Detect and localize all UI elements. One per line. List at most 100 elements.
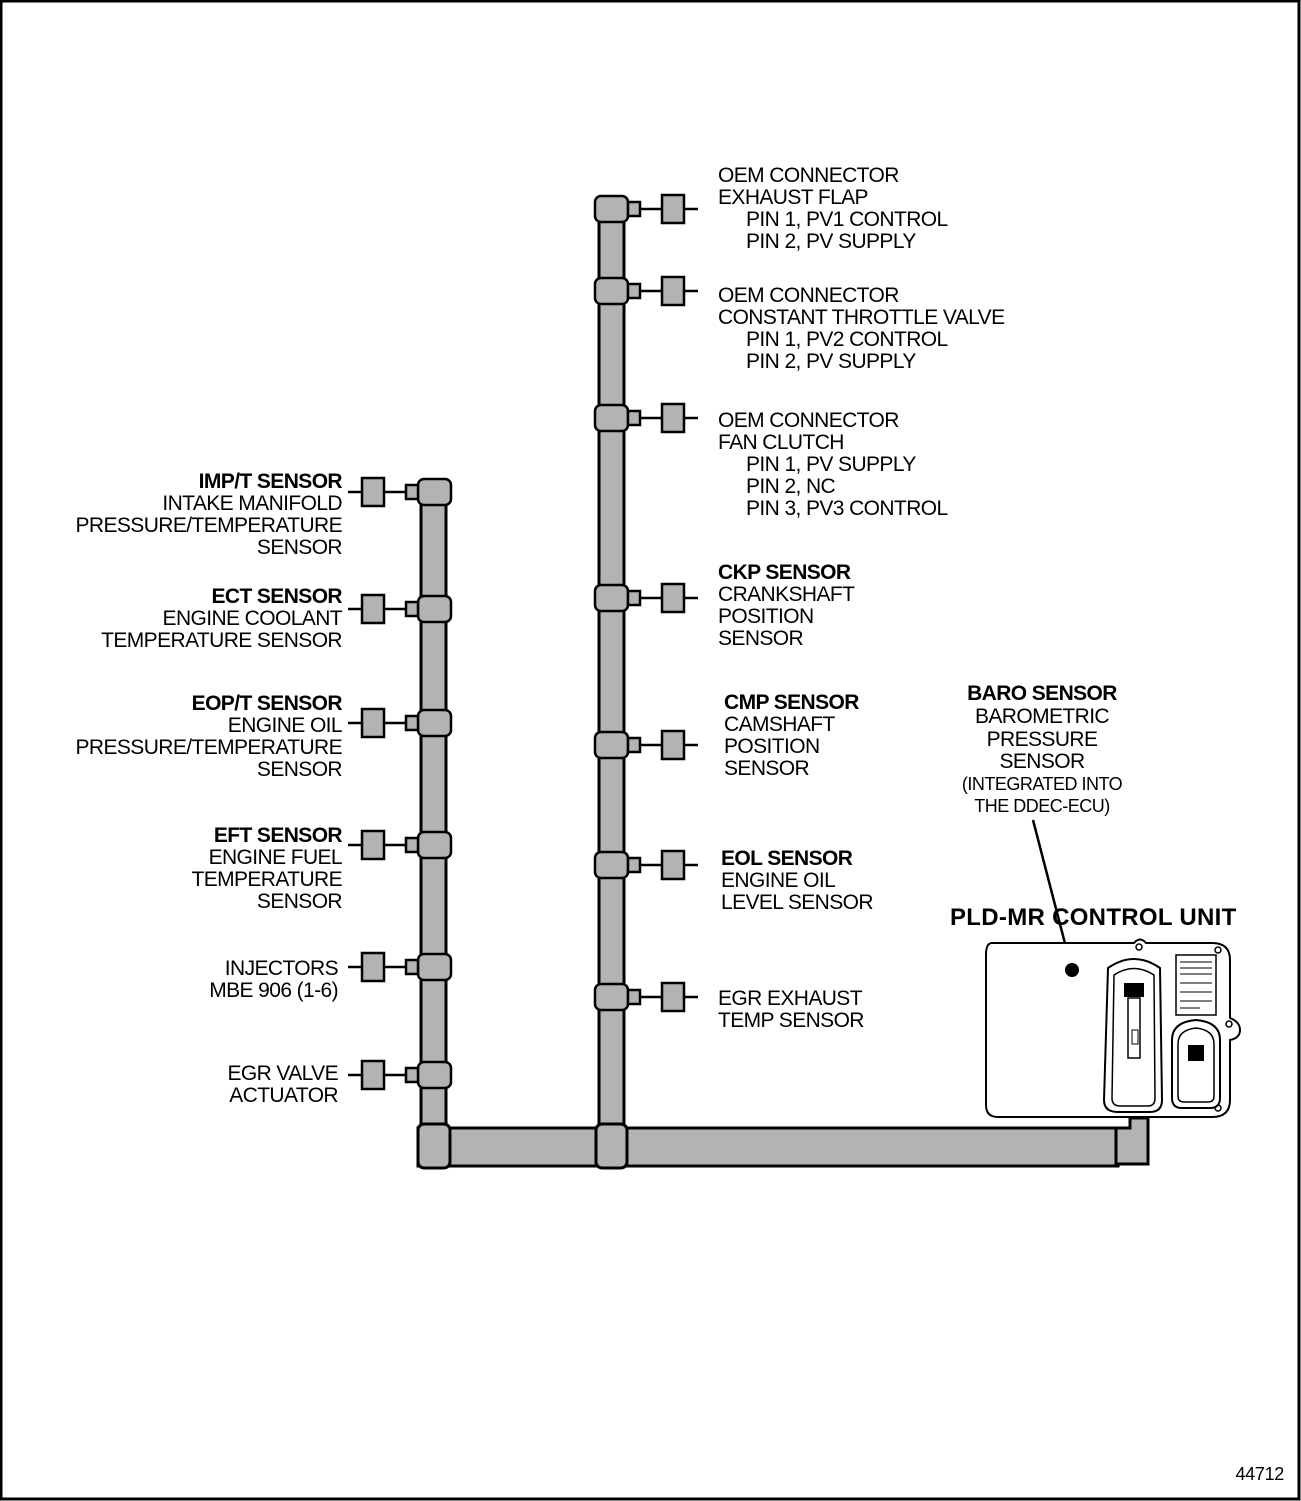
label-line: SENSOR <box>257 890 343 913</box>
label-line: SENSOR <box>718 627 804 650</box>
ecu-connector-small-inner <box>1177 1027 1215 1103</box>
baro-title: BARO SENSOR <box>967 682 1117 705</box>
label-line: ENGINE COOLANT <box>163 607 343 630</box>
label-title: IMP/T SENSOR <box>199 470 343 493</box>
label-line: INTAKE MANIFOLD <box>162 492 342 515</box>
label-line: ACTUATOR <box>229 1084 338 1107</box>
label-line: PRESSURE/TEMPERATURE <box>76 736 343 759</box>
label-line: ENGINE FUEL <box>209 846 342 869</box>
control-unit-title: PLD-MR CONTROL UNIT <box>950 904 1237 931</box>
mount-hole-top <box>1135 943 1143 951</box>
connector-imp <box>348 476 453 508</box>
label-line: PIN 2, PV SUPPLY <box>746 230 916 253</box>
coupling-stub <box>626 200 642 218</box>
sensor-plug <box>660 849 686 881</box>
baro-leader-line <box>1031 819 1070 956</box>
ecu-connector-small <box>1171 1018 1221 1109</box>
pipe-coupling <box>593 982 630 1012</box>
pipe-coupling <box>416 1060 453 1090</box>
label-title: EOL SENSOR <box>721 847 853 870</box>
left-junction <box>416 1122 452 1170</box>
label-line: CAMSHAFT <box>724 713 835 736</box>
connector-ckp <box>593 582 698 614</box>
ecu-nameplate <box>1175 954 1217 1016</box>
pipe-coupling <box>593 403 630 433</box>
coupling-stub <box>626 736 642 754</box>
sensor-plug <box>660 193 686 225</box>
sensor-plug <box>360 476 386 508</box>
coupling-stub <box>404 958 420 976</box>
sensor-plug <box>360 829 386 861</box>
label-line: POSITION <box>724 735 820 758</box>
baro-line: THE DDEC-ECU) <box>974 796 1110 816</box>
pipe-coupling <box>416 952 453 982</box>
label-line: ENGINE OIL <box>721 869 835 892</box>
label-line: PIN 1, PV1 CONTROL <box>746 208 948 231</box>
label-line: PIN 1, PV SUPPLY <box>746 453 916 476</box>
label-line: LEVEL SENSOR <box>721 891 873 914</box>
connector-fan <box>593 402 698 434</box>
label-line: ENGINE OIL <box>228 714 342 737</box>
coupling-stub <box>626 856 642 874</box>
mount-hole-side <box>1225 1020 1233 1028</box>
label-line: FAN CLUTCH <box>718 431 844 454</box>
ecu-connector-pin <box>1131 1029 1139 1045</box>
label-title: CMP SENSOR <box>724 691 859 714</box>
ecu-connector-latch <box>1124 983 1144 997</box>
pld-mr-control-unit <box>985 938 1242 1118</box>
connector-flap <box>593 193 698 225</box>
label-line: CONSTANT THROTTLE VALVE <box>718 306 1005 329</box>
label-line: PIN 2, PV SUPPLY <box>746 350 916 373</box>
coupling-stub <box>404 836 420 854</box>
label-line: MBE 906 (1-6) <box>209 979 338 1002</box>
pipe-coupling <box>593 583 630 613</box>
label-title: EOP/T SENSOR <box>192 692 343 715</box>
label-title: ECT SENSOR <box>211 585 342 608</box>
sensor-plug <box>660 402 686 434</box>
label-title: EFT SENSOR <box>214 824 343 847</box>
sensor-plug <box>360 1059 386 1091</box>
baro-line: (INTEGRATED INTO <box>962 774 1123 794</box>
connector-cmp <box>593 729 698 761</box>
label-line: PRESSURE/TEMPERATURE <box>76 514 343 537</box>
label-line: EXHAUST FLAP <box>718 186 868 209</box>
connector-inj <box>348 951 453 983</box>
connector-egrtemp <box>593 981 698 1013</box>
label-line: SENSOR <box>724 757 810 780</box>
pipe-coupling <box>593 730 630 760</box>
connector-throttle <box>593 275 698 307</box>
label-title: OEM CONNECTOR <box>718 284 899 307</box>
sensor-plug <box>660 729 686 761</box>
pipe-coupling <box>416 594 453 624</box>
coupling-stub <box>626 988 642 1006</box>
label-line: SENSOR <box>257 536 343 559</box>
baro-line: PRESSURE <box>987 728 1098 751</box>
ecu-connector-slot <box>1127 997 1141 1059</box>
ecu-connector-large-inner <box>1111 967 1156 1107</box>
baro-sensor-dot <box>1065 963 1079 977</box>
label-line: PIN 3, PV3 CONTROL <box>746 497 948 520</box>
label-line: TEMPERATURE <box>191 868 342 891</box>
label-line: POSITION <box>718 605 814 628</box>
baro-sensor-label: BARO SENSORBAROMETRICPRESSURESENSOR(INTE… <box>962 682 1123 816</box>
pipe-coupling <box>593 194 630 224</box>
coupling-stub <box>626 589 642 607</box>
mount-hole-top-right <box>1214 946 1222 954</box>
connector-eop <box>348 707 453 739</box>
connector-eol <box>593 849 698 881</box>
connector-ect <box>348 593 453 625</box>
label-title: OEM CONNECTOR <box>718 409 899 432</box>
label-title: CKP SENSOR <box>718 561 851 584</box>
label-line: PIN 2, NC <box>746 475 836 498</box>
coupling-stub <box>404 483 420 501</box>
